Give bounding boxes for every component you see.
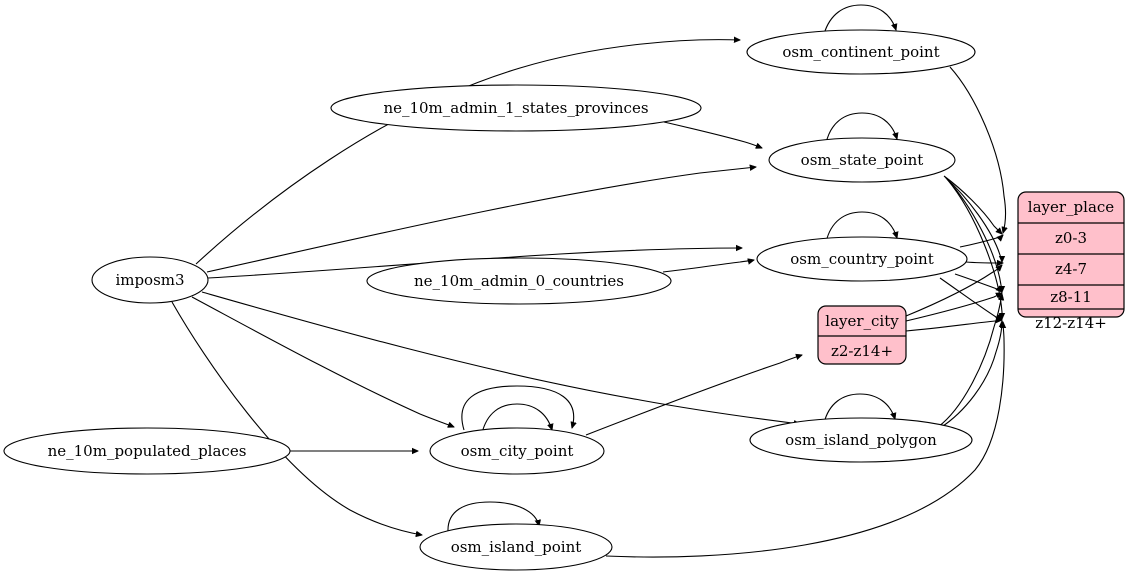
edge-imposm3-to-osm_city_point [191,296,454,427]
edge-layer_city-to-layer_place-z4-7 [905,265,1002,317]
edge-self-osm_country_point [825,211,897,243]
node-label-ne_10m_admin_1_states_provinces: ne_10m_admin_1_states_provinces [383,99,648,117]
edge-osm_country_point-to-layer_place-z4-7 [965,262,1003,263]
node-label-osm_continent_point: osm_continent_point [782,43,939,61]
edge-imposm3-to-osm_island_point [171,301,422,535]
record-row-layer_place-3[interactable]: z12-z14+ [1035,314,1107,332]
edge-imposm3-to-osm_continent_point [195,40,740,265]
node-osm_island_point[interactable]: osm_island_point [419,523,613,571]
node-label-osm_state_point: osm_state_point [801,151,924,169]
record-title-layer_city: layer_city [825,312,899,330]
edge-imposm3-to-osm_island_polygon [201,291,800,424]
edge-self-osm_island_polygon [823,393,895,424]
record-layer_place[interactable]: layer_place z0-3 z4-7 z8-11 z12-z14+ [1017,191,1125,332]
node-ne_10m_admin_0_countries[interactable]: ne_10m_admin_0_countries [366,257,672,305]
edge-osm_country_point-to-layer_place-z12-z14 [939,277,1002,320]
edge-osm_country_point-to-layer_place-z8-11 [954,273,1002,292]
nodes-layer: imposm3 ne_10m_admin_1_states_provinces … [3,29,976,571]
record-row-layer_place-1[interactable]: z4-7 [1055,260,1087,278]
record-row-layer_place-2[interactable]: z8-11 [1050,288,1092,306]
edge-self-osm_city_point [481,403,552,434]
record-row-layer_place-0[interactable]: z0-3 [1055,229,1087,247]
edges-layer [171,4,1006,558]
node-ne_10m_populated_places[interactable]: ne_10m_populated_places [3,427,291,475]
node-label-osm_island_polygon: osm_island_polygon [785,431,937,449]
edge-osm_island_polygon-to-layer_place-z8-11 [937,294,1002,428]
node-osm_country_point[interactable]: osm_country_point [756,236,968,282]
node-osm_state_point[interactable]: osm_state_point [768,137,956,183]
edge-self-osm_island_point [447,501,539,533]
node-label-osm_country_point: osm_country_point [790,250,934,268]
edge-imposm3-to-osm_country_point [207,248,742,279]
edge-self-outer-osm_city_point [461,385,574,431]
record-title-layer_place: layer_place [1028,198,1115,216]
edge-osm_continent_point-to-layer_place-z0-3 [949,66,1006,233]
edge-imposm3-to-osm_state_point [206,167,756,273]
edge-ne_states-to-osm_state_point [663,121,762,148]
edge-osm_country_point-to-layer_place-z0-3 [959,235,1003,248]
edge-ne_countries-to-osm_country_point [662,260,754,273]
node-imposm3[interactable]: imposm3 [91,256,209,304]
node-osm_city_point[interactable]: osm_city_point [429,427,605,475]
node-osm_continent_point[interactable]: osm_continent_point [746,29,976,75]
node-label-ne_10m_admin_0_countries: ne_10m_admin_0_countries [414,272,624,290]
edge-osm_state_point-to-layer_place-z8-11 [945,177,1002,292]
edge-osm_state_point-to-layer_place-z0-3 [943,175,1002,234]
node-osm_island_polygon[interactable]: osm_island_polygon [749,417,973,463]
node-ne_10m_admin_1_states_provinces[interactable]: ne_10m_admin_1_states_provinces [330,84,702,132]
edge-layer_city-to-layer_place-z8-11 [905,293,1002,322]
edge-osm_city_point-to-layer_city [585,355,802,436]
edge-self-osm_continent_point [823,4,896,35]
edge-layer_city-to-layer_place-z12-z14 [905,320,1002,332]
node-label-osm_island_point: osm_island_point [451,538,582,556]
node-label-ne_10m_populated_places: ne_10m_populated_places [48,442,247,460]
edge-osm_island_polygon-to-layer_place-z12-z14 [939,321,1002,429]
edge-self-osm_state_point [825,112,897,144]
edge-osm_island_point-to-layer_place-z12-z14 [605,322,1004,558]
node-label-osm_city_point: osm_city_point [461,442,574,460]
node-label-imposm3: imposm3 [115,271,184,289]
record-row-layer_city-0[interactable]: z2-z14+ [831,342,893,360]
record-layer_city[interactable]: layer_city z2-z14+ [817,305,907,365]
